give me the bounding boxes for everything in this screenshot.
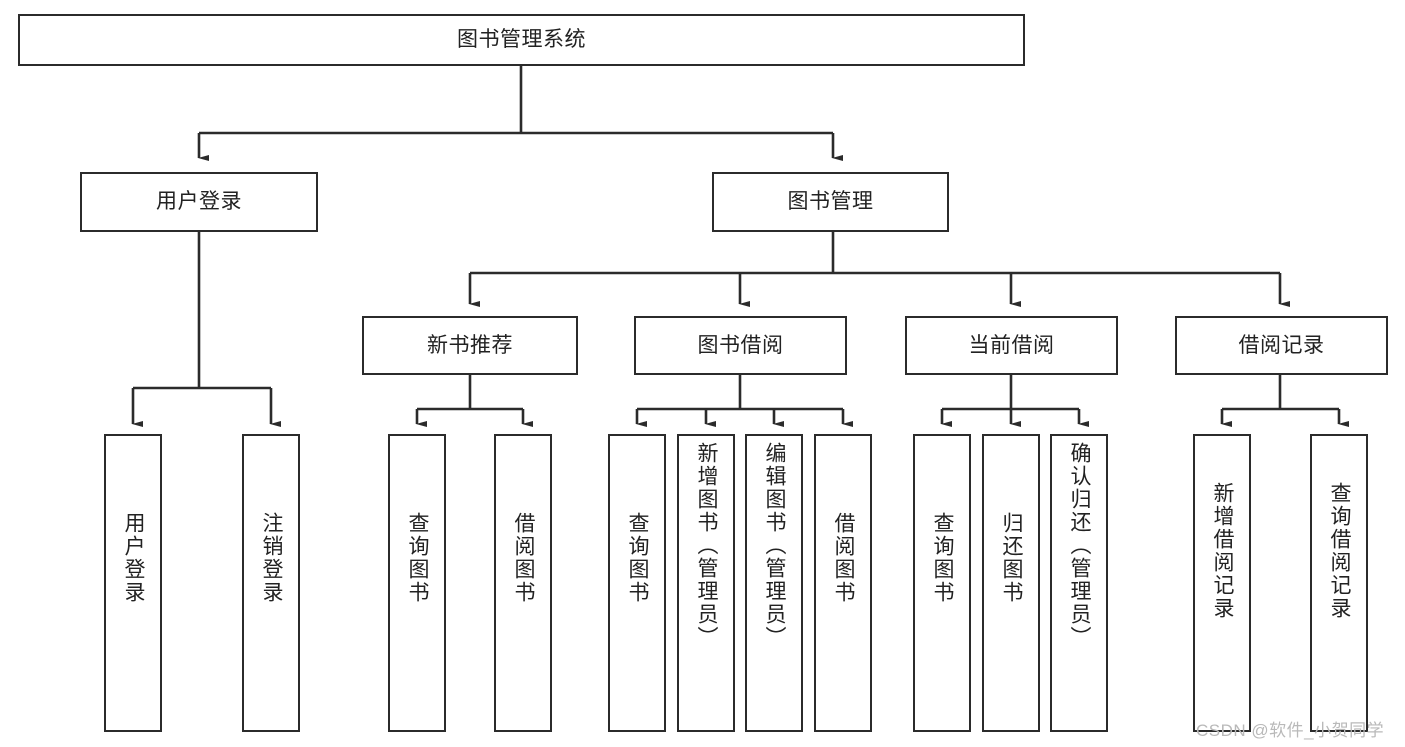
node-leaf-borrow-book-1[interactable]: 借阅图书	[494, 434, 552, 732]
node-leaf-query-record[interactable]: 查询借阅记录	[1310, 434, 1368, 732]
node-new-book-rec-label: 新书推荐	[427, 333, 513, 357]
node-book-manage[interactable]: 图书管理	[712, 172, 949, 232]
node-leaf-user-login-label: 用户登录	[122, 512, 146, 604]
node-root-label: 图书管理系统	[457, 28, 586, 52]
node-current-borrow[interactable]: 当前借阅	[905, 316, 1118, 375]
node-book-borrow[interactable]: 图书借阅	[634, 316, 847, 375]
node-book-manage-label: 图书管理	[787, 190, 874, 214]
node-leaf-edit-book[interactable]: 编辑图书（管理员）	[745, 434, 803, 732]
node-leaf-return-book-label: 归还图书	[1000, 512, 1024, 604]
node-leaf-query-book-1-label: 查询图书	[406, 512, 430, 604]
node-root[interactable]: 图书管理系统	[18, 14, 1025, 66]
node-leaf-borrow-book-2-label: 借阅图书	[832, 512, 856, 604]
node-leaf-confirm-return[interactable]: 确认归还（管理员）	[1050, 434, 1108, 732]
node-leaf-return-book[interactable]: 归还图书	[982, 434, 1040, 732]
node-leaf-query-book-3-label: 查询图书	[931, 512, 955, 604]
node-leaf-user-login[interactable]: 用户登录	[104, 434, 162, 732]
node-user-login-label: 用户登录	[156, 190, 242, 214]
node-user-login[interactable]: 用户登录	[80, 172, 318, 232]
node-book-borrow-label: 图书借阅	[697, 333, 784, 357]
node-leaf-add-record[interactable]: 新增借阅记录	[1193, 434, 1251, 732]
node-leaf-query-book-3[interactable]: 查询图书	[913, 434, 971, 732]
node-new-book-rec[interactable]: 新书推荐	[362, 316, 578, 375]
node-leaf-confirm-return-label: 确认归还（管理员）	[1068, 442, 1092, 649]
node-leaf-query-record-label: 查询借阅记录	[1328, 482, 1352, 620]
node-leaf-borrow-book-2[interactable]: 借阅图书	[814, 434, 872, 732]
node-leaf-query-book-2-label: 查询图书	[626, 512, 650, 604]
node-leaf-query-book-2[interactable]: 查询图书	[608, 434, 666, 732]
node-borrow-record[interactable]: 借阅记录	[1175, 316, 1388, 375]
node-leaf-user-logout[interactable]: 注销登录	[242, 434, 300, 732]
node-leaf-query-book-1[interactable]: 查询图书	[388, 434, 446, 732]
watermark-text: CSDN @软件_小贺同学	[1196, 721, 1385, 740]
node-borrow-record-label: 借阅记录	[1238, 333, 1325, 357]
node-leaf-add-book-label: 新增图书（管理员）	[695, 442, 719, 649]
node-leaf-borrow-book-1-label: 借阅图书	[512, 512, 536, 604]
node-leaf-add-record-label: 新增借阅记录	[1211, 482, 1235, 620]
node-leaf-user-logout-label: 注销登录	[260, 512, 284, 604]
node-current-borrow-label: 当前借阅	[968, 333, 1055, 357]
node-leaf-add-book[interactable]: 新增图书（管理员）	[677, 434, 735, 732]
node-leaf-edit-book-label: 编辑图书（管理员）	[763, 442, 787, 649]
